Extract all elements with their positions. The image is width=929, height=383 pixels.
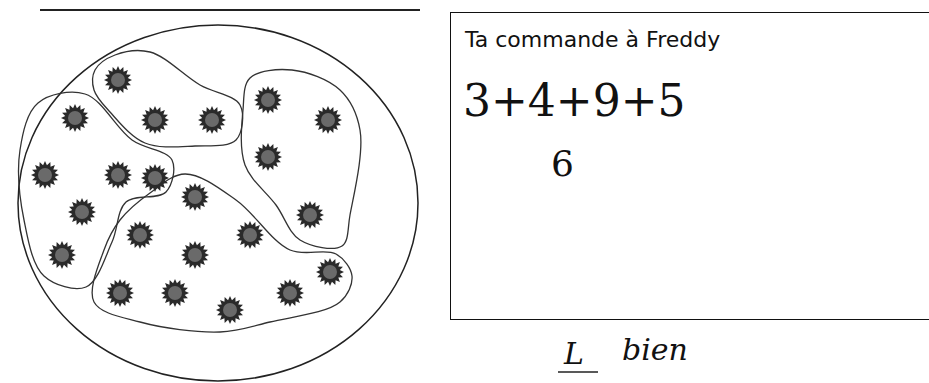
- chip-outline: [254, 86, 282, 114]
- group-loop: [93, 51, 243, 147]
- chip-outline: [68, 198, 96, 226]
- chip-outline: [126, 221, 154, 249]
- chip-core: [38, 168, 52, 182]
- chip-core: [148, 171, 162, 185]
- chip-outline: [106, 279, 134, 307]
- chip-core: [111, 73, 125, 87]
- chip-outline: [104, 66, 132, 94]
- chip-outline: [48, 241, 76, 269]
- chip-dot: [104, 161, 132, 189]
- chip-core: [68, 111, 82, 125]
- chip-dot: [104, 66, 132, 94]
- chip-outline: [31, 161, 59, 189]
- chip-dot: [198, 106, 226, 134]
- group-loop: [92, 174, 352, 332]
- group-loop: [241, 70, 361, 249]
- chip-core: [168, 286, 182, 300]
- chip-core: [323, 265, 337, 279]
- chip-outline: [276, 279, 304, 307]
- chip-dot: [126, 221, 154, 249]
- chip-outline: [61, 104, 89, 132]
- chip-dot: [141, 106, 169, 134]
- rule-line: [40, 9, 420, 11]
- chip-core: [148, 113, 162, 127]
- chip-dot: [314, 106, 342, 134]
- chip-dot: [254, 143, 282, 171]
- chip-outline: [161, 279, 189, 307]
- chip-outline: [254, 143, 282, 171]
- chip-dot: [31, 161, 59, 189]
- chip-core: [55, 248, 69, 262]
- chip-dot: [181, 183, 209, 211]
- chip-outline: [141, 164, 169, 192]
- chip-core: [283, 286, 297, 300]
- chip-outline: [181, 183, 209, 211]
- chip-core: [243, 228, 257, 242]
- handwritten-sum: 3+4+9+5: [463, 75, 686, 126]
- chip-core: [303, 208, 317, 222]
- chip-outline: [314, 106, 342, 134]
- handwritten-note: L: [564, 336, 584, 371]
- chip-dot: [68, 198, 96, 226]
- chip-outline: [316, 258, 344, 286]
- chip-core: [133, 228, 147, 242]
- chip-dot: [276, 279, 304, 307]
- box-heading: Ta commande à Freddy: [465, 27, 720, 52]
- chip-dot: [181, 241, 209, 269]
- chip-dot: [236, 221, 264, 249]
- chip-dot: [61, 104, 89, 132]
- chip-dot: [254, 86, 282, 114]
- chip-core: [261, 150, 275, 164]
- order-box: Ta commande à Freddy 3+4+9+5 6: [450, 12, 929, 320]
- chip-core: [321, 113, 335, 127]
- chip-core: [111, 168, 125, 182]
- chip-core: [188, 190, 202, 204]
- handwritten-sum: 6: [551, 143, 574, 184]
- chip-dot: [316, 258, 344, 286]
- chip-core: [261, 93, 275, 107]
- chip-outline: [236, 221, 264, 249]
- chip-dot: [106, 279, 134, 307]
- chip-outline: [104, 161, 132, 189]
- chip-core: [223, 303, 237, 317]
- group-loop: [19, 92, 174, 288]
- chip-outline: [216, 296, 244, 324]
- chip-outline: [296, 201, 324, 229]
- underline: [558, 371, 598, 373]
- chip-dot: [141, 164, 169, 192]
- chip-core: [188, 248, 202, 262]
- plate-circle: [18, 25, 418, 381]
- chip-dot: [48, 241, 76, 269]
- chip-outline: [141, 106, 169, 134]
- handwritten-note: bien: [622, 332, 688, 367]
- chip-dot: [161, 279, 189, 307]
- chip-core: [75, 205, 89, 219]
- chip-dot: [296, 201, 324, 229]
- chip-core: [113, 286, 127, 300]
- chip-outline: [198, 106, 226, 134]
- chip-dot: [216, 296, 244, 324]
- chip-outline: [181, 241, 209, 269]
- chip-core: [205, 113, 219, 127]
